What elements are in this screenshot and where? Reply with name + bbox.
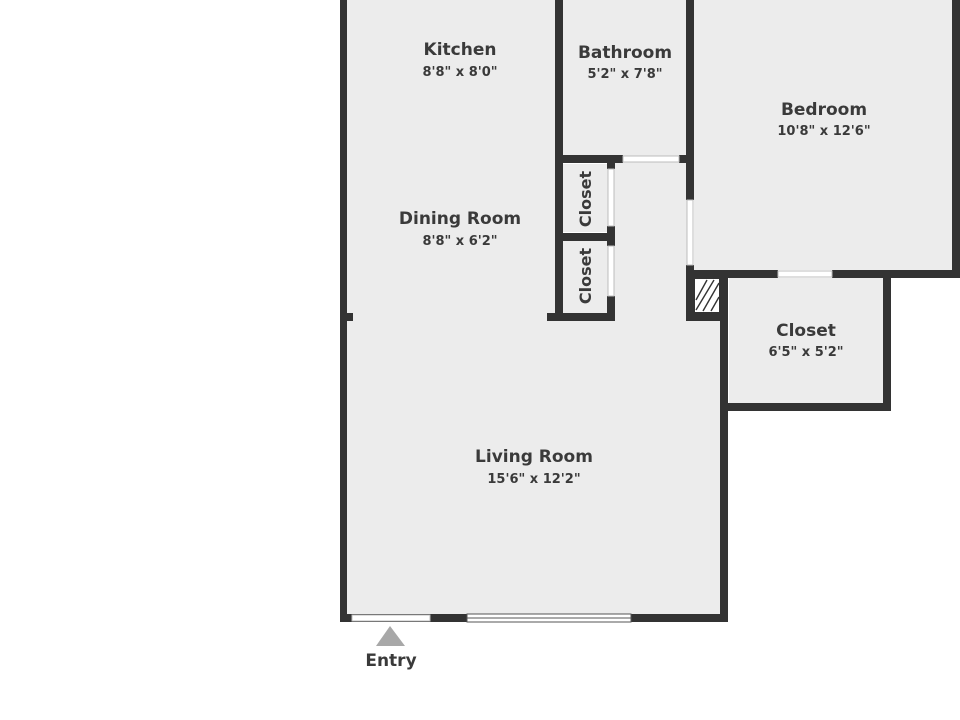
closet-upper-label: Closet xyxy=(576,171,595,228)
door-closet-upper xyxy=(607,168,615,227)
closet-bedroom-label: Closet xyxy=(776,321,836,341)
wall-living-right xyxy=(720,270,728,622)
entry-door xyxy=(351,614,431,622)
walls xyxy=(340,0,960,622)
bathroom-floor xyxy=(563,0,686,158)
wall-closet-bottom xyxy=(547,313,615,321)
door-bedroom xyxy=(686,199,694,266)
door-bathroom xyxy=(622,155,680,163)
wall-closet-bedroom-bottom xyxy=(720,403,891,411)
wall-bath-bedroom xyxy=(686,0,694,200)
wall-closet-bedroom-right xyxy=(883,270,891,411)
dining-room-dims: 8'8" x 6'2" xyxy=(422,234,497,249)
wall-hall-right xyxy=(686,265,694,320)
entry-label: Entry xyxy=(365,651,416,671)
room-labels: Kitchen 8'8" x 8'0" Bathroom 5'2" x 7'8"… xyxy=(399,40,871,487)
wall-bath-bottom-right xyxy=(679,155,694,163)
openings xyxy=(351,155,833,623)
wall-closet-right xyxy=(607,163,615,169)
bathroom-dims: 5'2" x 7'8" xyxy=(587,67,662,82)
living-room-floor xyxy=(345,318,723,616)
closet-upper-floor xyxy=(562,164,608,232)
closet-lower-floor xyxy=(562,241,608,313)
closet-bedroom-floor xyxy=(729,278,886,405)
entry-marker: Entry xyxy=(365,626,417,671)
wall-bath-bottom xyxy=(555,155,623,163)
closet-lower-label: Closet xyxy=(576,248,595,305)
kitchen-label: Kitchen xyxy=(424,40,497,60)
wall-bedroom-bottom-left xyxy=(686,270,778,278)
hallway-floor xyxy=(612,162,688,322)
kitchen-dims: 8'8" x 8'0" xyxy=(422,65,497,80)
wall-closet-divider xyxy=(555,233,615,241)
living-room-dims: 15'6" x 12'2" xyxy=(487,472,580,487)
bedroom-dims: 10'8" x 12'6" xyxy=(777,124,870,139)
wall-bedroom-bottom-right xyxy=(832,270,960,278)
wall-left xyxy=(340,0,347,622)
wall-left-stub xyxy=(340,313,353,321)
entry-arrow-icon xyxy=(376,626,405,646)
structural-hatch xyxy=(693,277,721,314)
wall-closet-right-bottom xyxy=(607,296,615,320)
kitchen-dining-floor xyxy=(345,0,557,318)
door-closet-lower xyxy=(607,245,615,297)
bedroom-floor xyxy=(694,0,954,270)
closet-bedroom-dims: 6'5" x 5'2" xyxy=(768,345,843,360)
floor-fills xyxy=(345,0,954,616)
bedroom-label: Bedroom xyxy=(781,100,867,120)
dining-room-label: Dining Room xyxy=(399,209,521,229)
bathroom-label: Bathroom xyxy=(578,43,672,63)
wall-hall-bottom xyxy=(686,313,728,321)
living-room-label: Living Room xyxy=(475,447,593,467)
door-bedroom-closet xyxy=(777,270,833,278)
wall-bedroom-right xyxy=(952,0,960,278)
wall-kitchen-bath xyxy=(555,0,563,164)
